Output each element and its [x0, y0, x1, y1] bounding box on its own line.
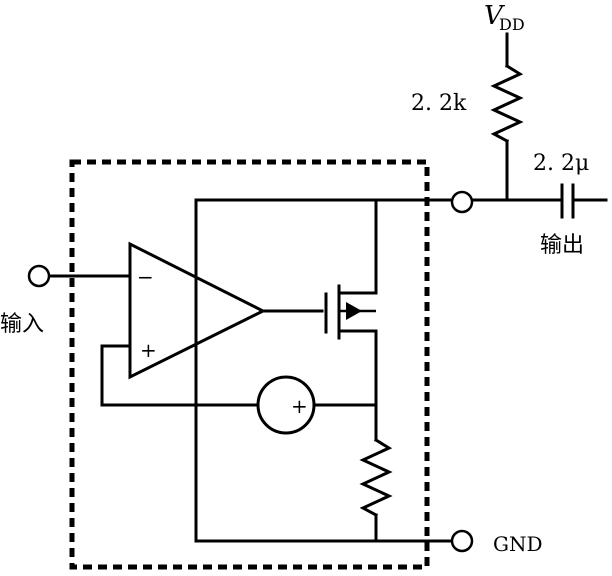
input-label: 输入: [0, 312, 44, 337]
pullup-resistor-value: 2. 2k: [411, 91, 467, 116]
sense-resistor: [359, 437, 393, 518]
op-amp-inverting-input: −: [137, 265, 154, 289]
mosfet-drain-wire: [337, 198, 378, 295]
vdd-label: V: [484, 1, 505, 31]
vdd-subscript: DD: [499, 15, 525, 34]
capacitor-value: 2. 2μ: [533, 151, 589, 176]
pullup-resistor: [490, 63, 524, 144]
output-label: 输出: [540, 233, 584, 258]
ground-label: GND: [493, 532, 543, 556]
op-amp: [128, 241, 267, 380]
voltage-source-polarity: +: [291, 394, 308, 418]
input-terminal: [27, 264, 51, 288]
left-internal-rail: [194, 198, 380, 543]
noninverting-feedback-wire: [100, 344, 260, 407]
coupling-capacitor: [560, 183, 575, 219]
voltage-source: [256, 375, 316, 435]
mosfet-source-wire: [337, 329, 378, 442]
ic-package-boundary: [69, 159, 430, 570]
ground-terminal: [450, 529, 474, 553]
output-terminal: [450, 190, 474, 214]
mosfet-arrowhead: [346, 302, 362, 320]
op-amp-noninverting-input: +: [140, 338, 157, 362]
